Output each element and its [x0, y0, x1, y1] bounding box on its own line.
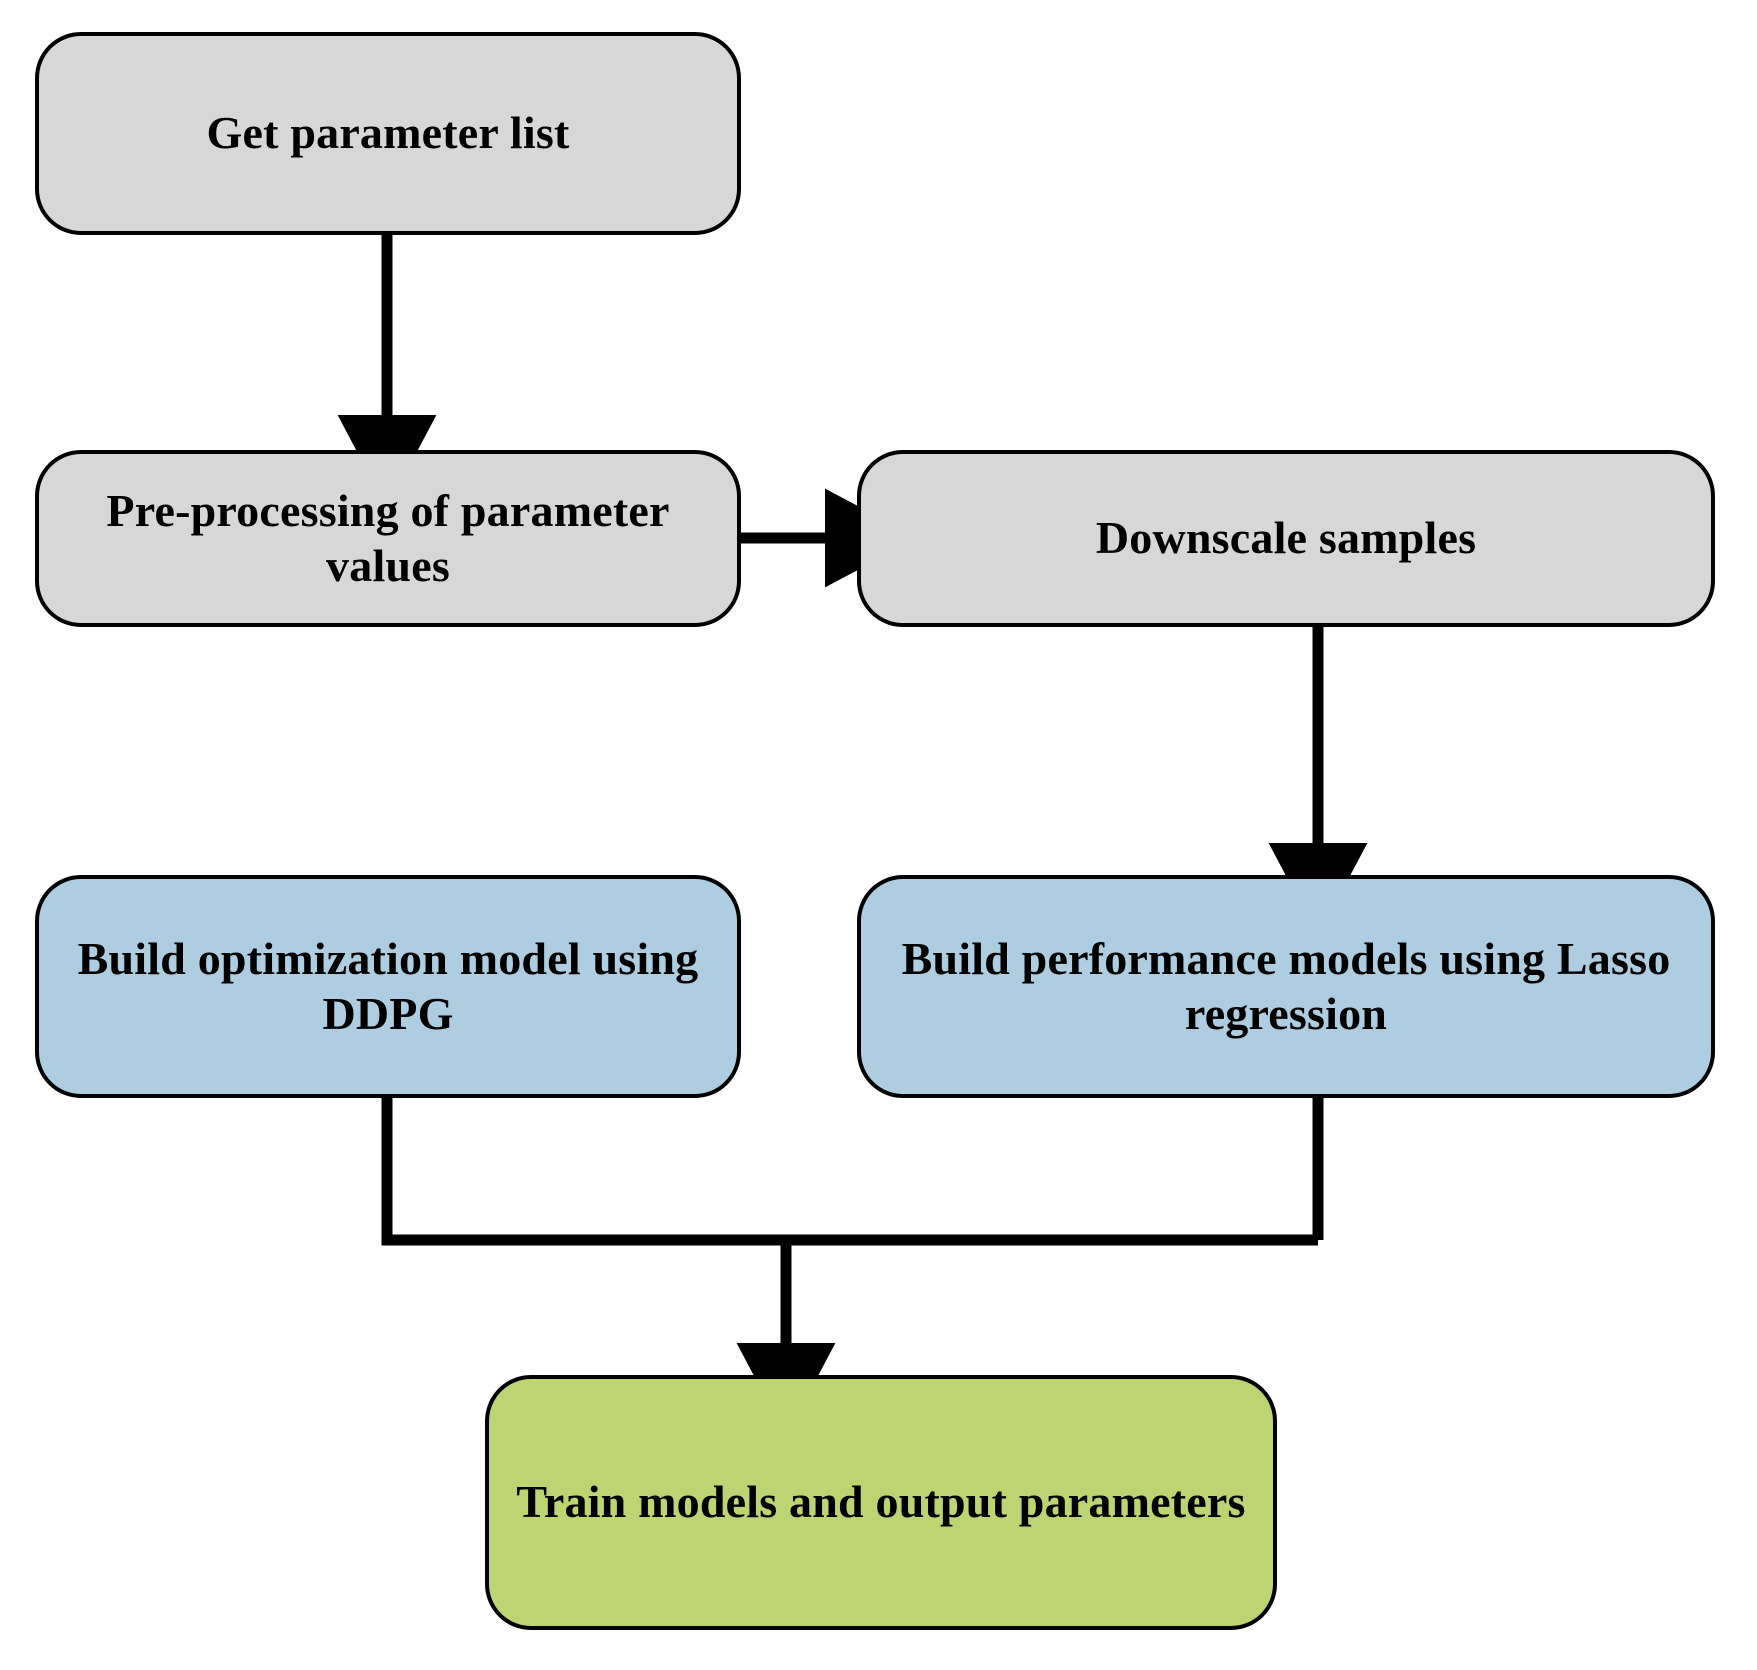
node-label: Downscale samples	[1095, 512, 1477, 564]
node-downscale-samples[interactable]: Downscale samples	[857, 450, 1715, 627]
node-build-optimization-model[interactable]: Build optimization model using DDPG	[35, 875, 741, 1098]
node-train-models-output[interactable]: Train models and output parameters	[485, 1375, 1277, 1630]
node-label: Train models and output parameters	[516, 1476, 1246, 1528]
node-build-performance-models[interactable]: Build performance models using Lasso reg…	[857, 875, 1715, 1098]
edge-optimization-to-merge	[381, 1098, 1318, 1246]
node-label: Build optimization model using DDPG	[77, 933, 699, 1039]
node-label: Pre-processing of parameter values	[106, 485, 670, 591]
node-label: Get parameter list	[206, 107, 570, 159]
node-get-parameter-list[interactable]: Get parameter list	[35, 32, 741, 235]
node-pre-processing[interactable]: Pre-processing of parameter values	[35, 450, 741, 627]
node-label: Build performance models using Lasso reg…	[901, 933, 1671, 1039]
